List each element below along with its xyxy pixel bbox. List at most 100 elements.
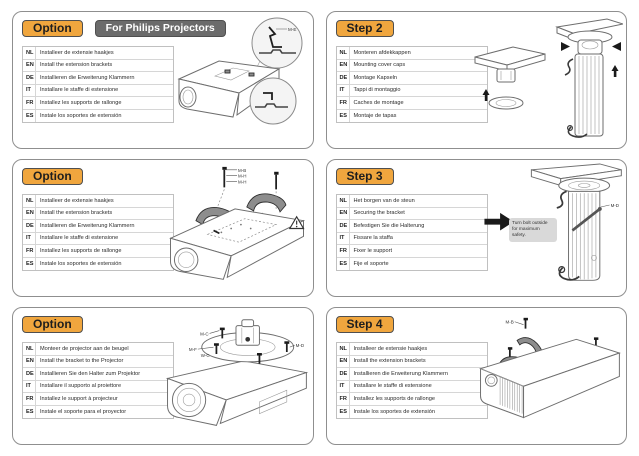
screw [219,327,225,339]
center-bracket [234,325,260,346]
instruction-text: Installez le support à projecteur [40,395,118,402]
lang-code: DE [23,220,36,232]
arrow-right-icon [561,42,570,51]
lang-code: FR [337,97,350,109]
lang-code: ES [337,109,350,122]
instruction-text: Installare le staffe di estensione [40,235,119,242]
table-row: IT Installare le staffe di estensione [23,232,173,245]
step-badge: Step 4 [335,316,394,333]
screw [256,353,262,364]
screw [212,229,220,235]
table-row: IT Installare il supporto al proiettore [23,380,173,393]
instruction-text: Install the extension brackets [40,210,113,217]
lang-code: FR [337,393,350,405]
lang-code: NL [23,47,36,59]
cover-cap-drawing [474,18,625,138]
callout-circle-top [251,17,302,69]
lang-code: ES [23,405,36,418]
lang-code: DE [337,368,350,380]
screw [283,341,289,353]
lang-code: ES [23,257,36,270]
instruction-text: Instale el soporte para el proyector [40,408,127,415]
instruction-text: Instale los soportes de extensión [353,408,435,415]
instruction-text: Fije el soporte [353,260,389,267]
instruction-text: Install the extension brackets [40,62,113,69]
flat-projector-drawing: M-B [479,317,621,419]
lang-code: IT [337,380,350,392]
lang-code: ES [23,109,36,122]
pole-drawing: M-D [484,163,622,281]
table-row: ES Instale el soporte para el proyector [23,405,173,418]
lang-code: DE [337,220,350,232]
lang-code: EN [337,355,350,367]
screw [213,343,219,354]
table-row: ES Instale los soportes de extensión [23,257,173,270]
lang-code: NL [337,195,350,207]
instruction-text: Instale los soportes de extensión [40,260,122,267]
option-badge: Option [22,316,83,333]
lang-code: IT [23,232,36,244]
instruction-text: Installeer de extensie haakjes [353,345,428,352]
lang-code: IT [23,380,36,392]
instruction-text: Installeer de extensie haakjes [40,197,114,204]
mount-plate-illustration: M-C M-F W-C M-D [160,310,310,442]
part-label-m-h: M-H [237,180,245,185]
lang-code: NL [23,343,36,355]
warning-icon [288,215,305,230]
instruction-text: Befestigen Sie die Halterung [353,222,425,229]
part-label-m-c: M-C [200,331,209,336]
lang-code: FR [337,245,350,257]
safety-cable [564,58,574,76]
lang-code: EN [337,207,350,219]
instruction-text: Securing the bracket [353,210,405,217]
instruction-text: Installez les supports de rallonge [353,395,435,402]
instruction-text: Installare il supporto al proiettore [40,383,122,390]
lang-code: EN [337,59,350,71]
lang-code: NL [337,47,350,59]
instruction-text: Instale los soportes de extensión [40,112,122,119]
projector-drawing: M-E [176,17,302,125]
extension-bracket [245,193,286,213]
hook-detail-icon [267,26,282,48]
step-badge: Step 2 [335,20,394,37]
lang-code: ES [337,405,350,418]
table-row: NL Installeer de extensie haakjes [23,195,173,208]
hook-on-body [248,72,254,77]
part-label-m-h: M-H [237,174,245,179]
callout-circle-bottom [249,77,296,125]
instruction-text: Installare le staffe di estensione [353,383,432,390]
lang-code: FR [23,245,36,257]
instruction-text: Montage Kapseln [353,74,398,81]
cover-cap [488,96,524,110]
instruction-text: Installieren Sie den Halter zum Projekto… [40,370,141,377]
philips-badge: For Philips Projectors [94,20,226,37]
lang-code: IT [23,84,36,96]
flat-projector-illustration: M-B [473,310,623,442]
instruction-text: Fissare la staffa [353,235,393,242]
locking-bolt [571,207,601,232]
lang-code: NL [23,195,36,207]
note-box: Turn bolt outside for maximum safety. [509,218,557,242]
